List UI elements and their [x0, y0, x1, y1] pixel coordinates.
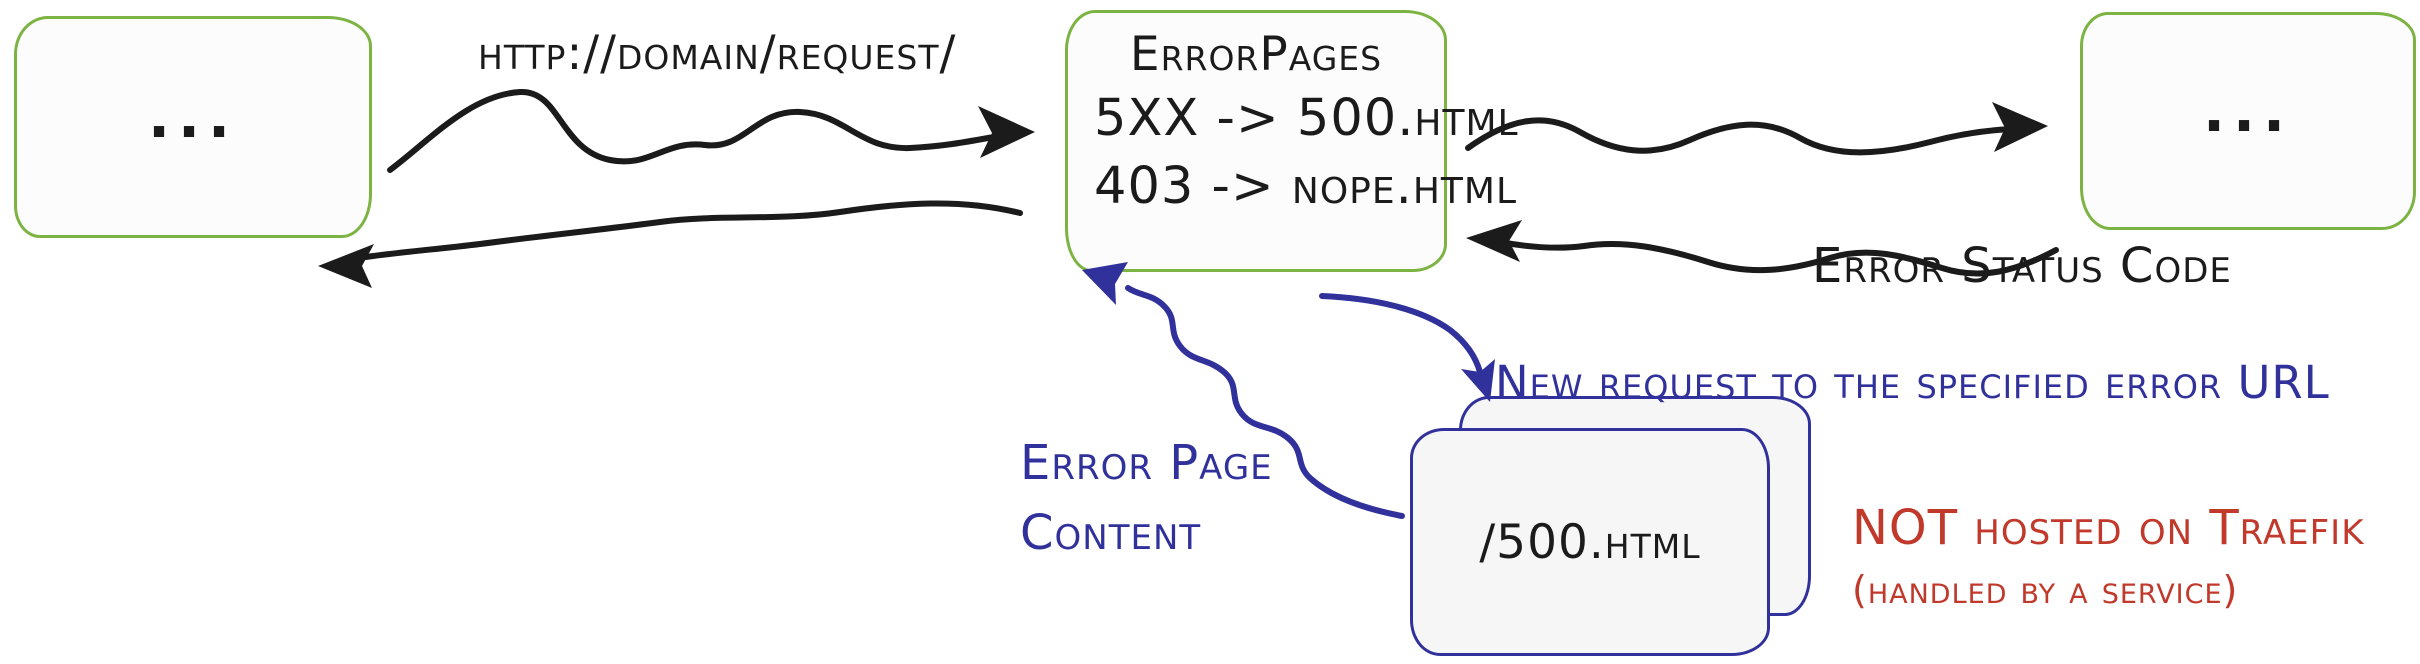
left-box: ...	[14, 16, 372, 238]
error-page-content-label-line1: Error Page	[1020, 435, 1273, 491]
new-request-label: New request to the specified error URL	[1495, 356, 2330, 409]
right-box: ...	[2080, 12, 2416, 230]
errorpages-box: ErrorPages 5XX -> 500.html 403 -> nope.h…	[1065, 10, 1519, 272]
forward-request-arrow	[1465, 117, 2015, 156]
new-request-arrow	[1319, 293, 1483, 375]
right-box-label: ...	[2202, 77, 2294, 145]
response-arrow-head	[318, 244, 374, 288]
request-arrow-head	[978, 106, 1035, 158]
error-status-arrow-head	[1466, 220, 1522, 262]
error-page-content-label-line2: Content	[1020, 505, 1202, 561]
forward-request-arrow-head	[1992, 102, 2048, 152]
errorpages-rule-403: 403 -> nope.html	[1094, 157, 1518, 216]
request-arrow	[387, 88, 1003, 173]
errorpages-title: ErrorPages	[1129, 27, 1383, 82]
error-file-label: /500.html	[1479, 514, 1701, 570]
request-url-label: http://domain/request/	[478, 26, 957, 81]
error-page-box-front: /500.html	[1410, 428, 1770, 656]
handled-by-label: (handled by a service)	[1852, 568, 2239, 612]
not-hosted-label: NOT hosted on Traefik	[1852, 500, 2365, 556]
error-status-code-label: Error Status Code	[1812, 238, 2232, 294]
left-box-label: ...	[147, 83, 239, 151]
errorpages-rule-5xx: 5XX -> 500.html	[1094, 89, 1519, 148]
response-arrow	[363, 200, 1023, 260]
error-page-content-label: Error Page Content	[1020, 428, 1273, 568]
